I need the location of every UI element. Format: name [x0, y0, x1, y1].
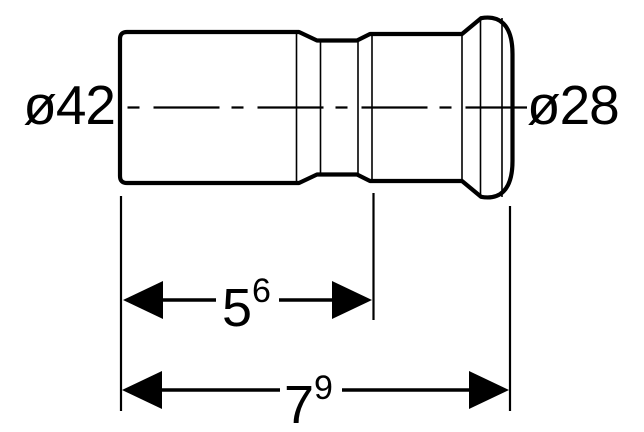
- dimension-superscript: 9: [314, 369, 333, 407]
- diameter-label-left: ø42: [23, 74, 116, 136]
- extension-lines: [119, 193, 512, 411]
- fitting-outline: [117, 15, 515, 200]
- dimension-text-socket-length: 56: [222, 274, 271, 335]
- dimension-socket-length: [123, 281, 372, 319]
- dimension-text-overall-length: 79: [284, 371, 333, 432]
- dimension-arrow-left-icon: [123, 281, 163, 319]
- dimension-value: 7: [284, 375, 315, 432]
- diameter-label-right: ø28: [527, 74, 620, 136]
- dimension-value: 5: [222, 278, 253, 338]
- dimension-arrow-right-icon: [332, 281, 372, 319]
- dimension-superscript: 6: [252, 272, 271, 310]
- dimension-overall-length: [122, 371, 509, 409]
- dimension-arrow-left-icon: [122, 371, 162, 409]
- dimension-arrow-right-icon: [469, 371, 509, 409]
